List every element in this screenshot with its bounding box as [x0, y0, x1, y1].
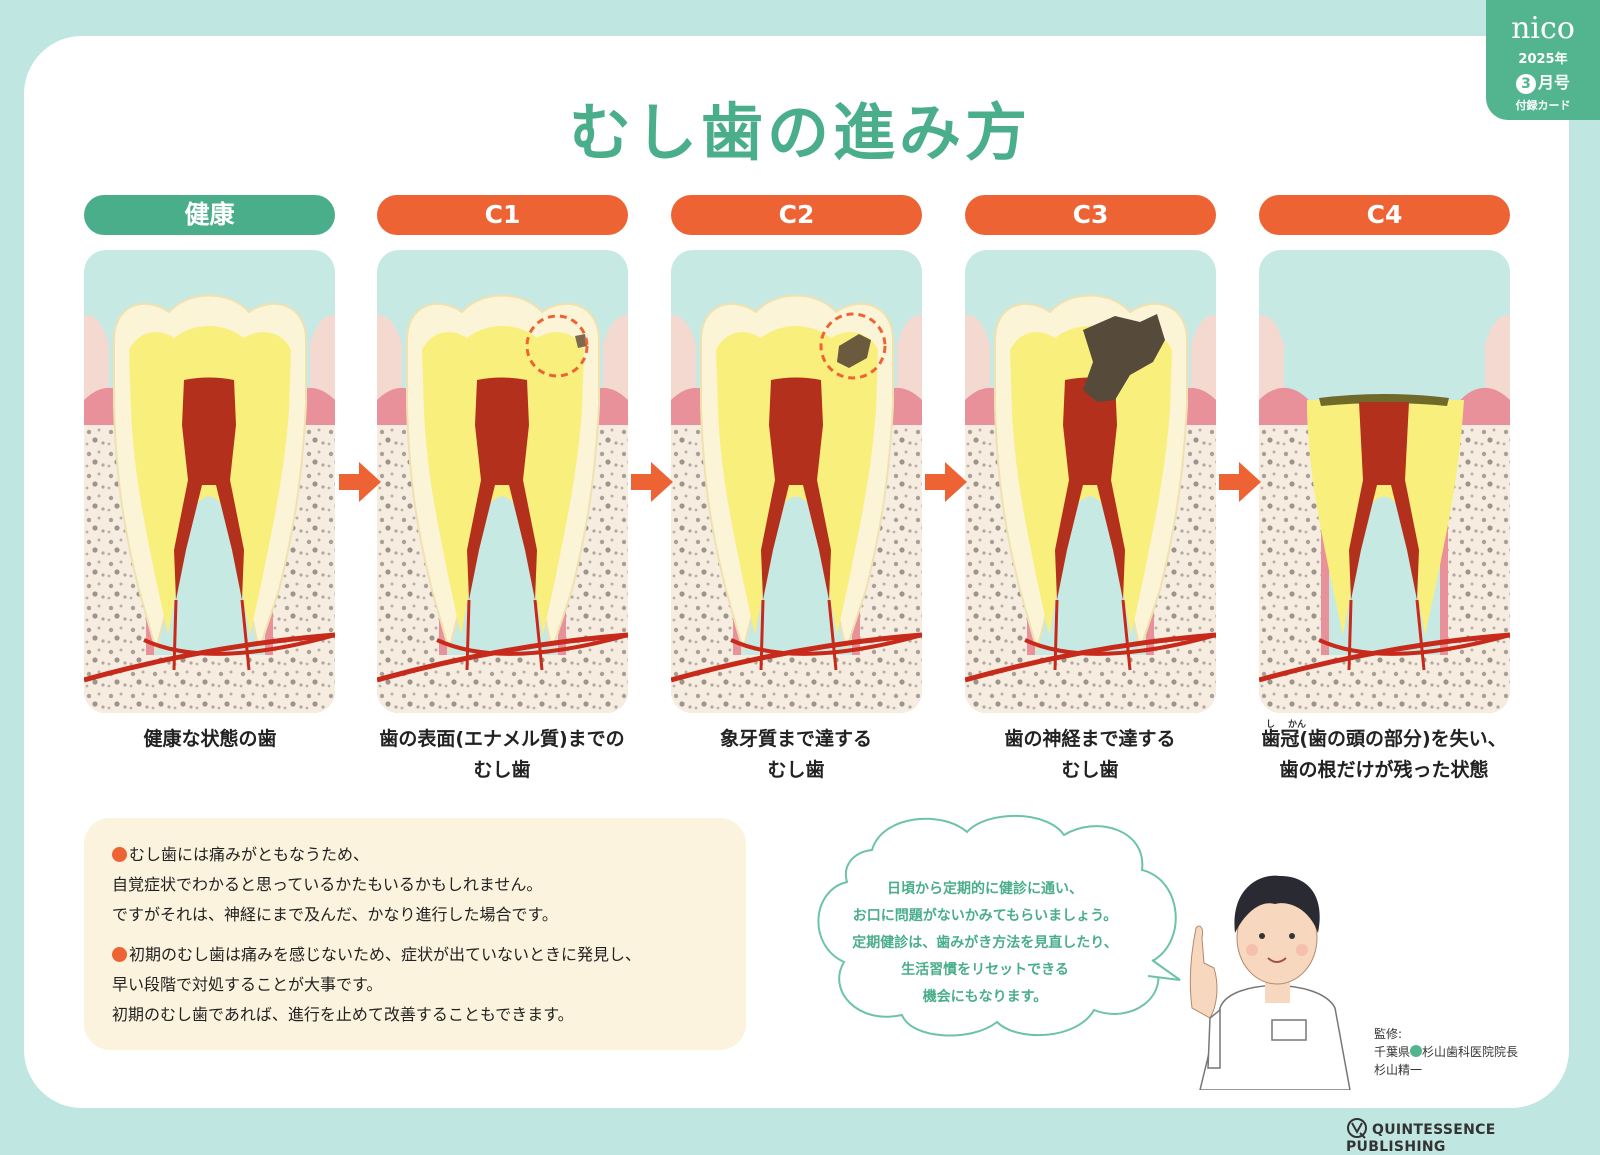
bubble-line: お口に問題がないかみてもらいましょう。 [852, 908, 1118, 924]
caption-line: むし歯 [473, 759, 531, 781]
supervision-prefecture: 千葉県 [1374, 1045, 1411, 1059]
tooth-illustration-c3 [965, 250, 1216, 713]
info-paragraph-1: むし歯には痛みがともなうため、 自覚症状でわかると思っているかたもいるかもしれま… [112, 840, 558, 930]
bubble-line: 生活習慣をリセットできる [901, 962, 1069, 978]
bullet-dot-icon [112, 847, 127, 862]
caption-line: 歯の根だけが残った状態 [1279, 759, 1489, 781]
ruby-shi: し [1266, 720, 1276, 730]
caption-line: 歯の神経まで達する [1004, 728, 1176, 750]
stage-label-c1: C1 [377, 195, 628, 235]
arrow-right-icon [631, 462, 673, 502]
issue-subtitle: 付録カード [1515, 99, 1571, 112]
stage-label-c4: C4 [1259, 195, 1510, 235]
caption-c3: 歯の神経まで達する むし歯 [940, 724, 1240, 786]
bubble-line: 定期健診は、歯みがき方法を見直したり、 [852, 935, 1118, 951]
caption-line: むし歯 [767, 759, 825, 781]
caption-line: 象牙質まで達する [719, 728, 872, 750]
caption-line: 歯の表面(エナメル質)までの [379, 728, 625, 750]
info-line: 初期のむし歯であれば、進行を止めて改善することもできます。 [112, 1005, 574, 1024]
publisher-credit: QUINTESSENCE PUBLISHING [1346, 1117, 1600, 1155]
month-suffix: 月号 [1537, 73, 1570, 92]
caption-line: 健康な状態の歯 [143, 728, 277, 750]
ruby-kan: かん [1288, 720, 1307, 730]
info-line: むし歯には痛みがともなうため、 [129, 845, 370, 864]
bullet-dot-icon [112, 947, 127, 962]
caption-line: 歯冠(歯の頭の部分)を失い、 [1261, 728, 1507, 750]
speech-bubble-text: 日頃から定期的に健診に通い、 お口に問題がないかみてもらいましょう。 定期健診は… [820, 876, 1150, 1011]
arrow-right-icon [925, 462, 967, 502]
bubble-line: 日頃から定期的に健診に通い、 [887, 881, 1083, 897]
info-box: むし歯には痛みがともなうため、 自覚症状でわかると思っているかたもいるかもしれま… [84, 818, 746, 1050]
tooth-illustration-c4 [1259, 250, 1510, 713]
publisher-logo-icon [1347, 1118, 1367, 1139]
supervision-clinic: 杉山歯科医院院長 [1422, 1045, 1519, 1059]
supervision-credit: 監修: 千葉県杉山歯科医院院長 杉山精一 [1374, 1025, 1518, 1079]
info-line: 早い段階で対処することが大事です。 [112, 975, 383, 994]
info-line: 自覚症状でわかると思っているかたもいるかもしれません。 [112, 875, 543, 894]
caption-healthy: 健康な状態の歯 [60, 724, 360, 755]
tooth-illustration-c2 [671, 250, 922, 713]
info-paragraph-2: 初期のむし歯は痛みを感じないため、症状が出ていないときに発見し、 早い段階で対処… [112, 940, 641, 1030]
stage-label-healthy: 健康 [84, 195, 335, 235]
caption-c2: 象牙質まで達する むし歯 [646, 724, 946, 786]
arrow-right-icon [1219, 462, 1261, 502]
caption-line: むし歯 [1061, 759, 1119, 781]
month-number: 3 [1515, 74, 1536, 94]
issue-year: 2025年 [1518, 52, 1568, 67]
supervision-label: 監修: [1374, 1027, 1403, 1041]
brand-name: nico [1511, 11, 1575, 46]
publisher-name: QUINTESSENCE PUBLISHING [1346, 1122, 1496, 1155]
caption-c1: 歯の表面(エナメル質)までの むし歯 [352, 724, 652, 786]
stage-label-c3: C3 [965, 195, 1216, 235]
info-line: 初期のむし歯は痛みを感じないため、症状が出ていないときに発見し、 [129, 945, 642, 964]
supervision-name: 杉山精一 [1374, 1063, 1423, 1077]
page-title: むし歯の進み方 [568, 96, 1031, 169]
dentist-illustration-icon [1189, 875, 1351, 1090]
bubble-line: 機会にもなります。 [922, 989, 1048, 1005]
tooth-illustration-healthy [84, 250, 335, 713]
stage-label-c2: C2 [671, 195, 922, 235]
green-dot-icon [1410, 1045, 1423, 1057]
caption-c4: し かん 歯冠(歯の頭の部分)を失い、 歯の根だけが残った状態 [1234, 720, 1534, 786]
arrow-right-icon [339, 462, 381, 502]
tooth-illustration-c1 [377, 250, 628, 713]
info-line: ですがそれは、神経にまで及んだ、かなり進行した場合です。 [112, 905, 558, 924]
speech-bubble-icon [817, 814, 1181, 1037]
